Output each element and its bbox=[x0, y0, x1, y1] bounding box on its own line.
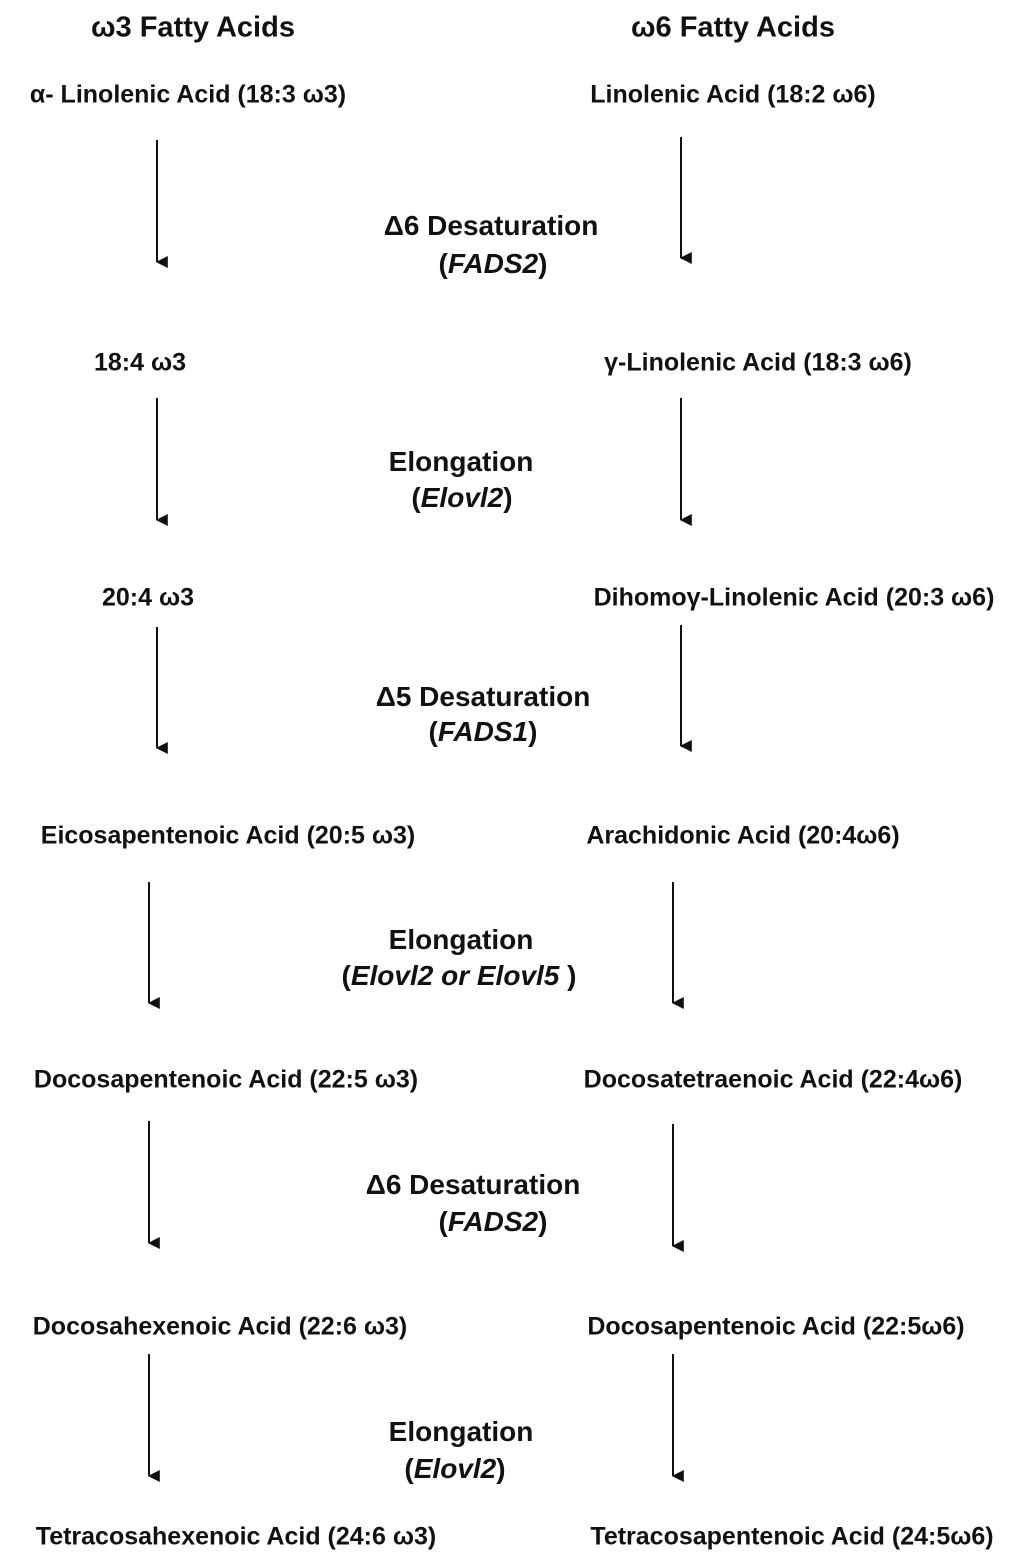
step-3-gene: (FADS1) bbox=[428, 716, 538, 747]
omega3-node-1: α- Linolenic Acid (18:3 ω3) bbox=[29, 80, 347, 109]
omega6-node-2: γ-Linolenic Acid (18:3 ω6) bbox=[604, 348, 912, 377]
omega6-node-5: Docosatetraenoic Acid (22:4ω6) bbox=[583, 1065, 963, 1094]
step-3-name: Δ5 Desaturation bbox=[375, 681, 591, 712]
step-6-name: Elongation bbox=[388, 1416, 534, 1447]
step-1-gene: (FADS2) bbox=[438, 248, 548, 279]
omega6-node-4: Arachidonic Acid (20:4ω6) bbox=[586, 821, 900, 850]
omega3-node-4: Eicosapentenoic Acid (20:5 ω3) bbox=[40, 821, 416, 850]
omega6-node-1: Linolenic Acid (18:2 ω6) bbox=[590, 80, 876, 109]
step-5-gene: (FADS2) bbox=[438, 1206, 548, 1237]
step-5-name: Δ6 Desaturation bbox=[365, 1169, 581, 1200]
omega3-node-2: 18:4 ω3 bbox=[93, 348, 187, 377]
omega3-node-7: Tetracosahexenoic Acid (24:6 ω3) bbox=[35, 1522, 437, 1551]
step-6-gene: (Elovl2) bbox=[404, 1453, 506, 1484]
step-4-gene: (Elovl2 or Elovl5 ) bbox=[341, 960, 577, 991]
step-4-name: Elongation bbox=[388, 924, 534, 955]
omega6-node-6: Docosapentenoic Acid (22:5ω6) bbox=[587, 1312, 965, 1341]
omega6-node-7: Tetracosapentenoic Acid (24:5ω6) bbox=[590, 1522, 994, 1551]
omega6-column-header: ω6 Fatty Acids bbox=[631, 11, 835, 44]
omega3-column-header: ω3 Fatty Acids bbox=[91, 11, 295, 44]
step-1-name: Δ6 Desaturation bbox=[383, 210, 599, 241]
step-2-name: Elongation bbox=[388, 446, 534, 477]
omega3-node-6: Docosahexenoic Acid (22:6 ω3) bbox=[32, 1312, 408, 1341]
step-2-gene: (Elovl2) bbox=[411, 482, 513, 513]
omega6-node-3: Dihomoγ-Linolenic Acid (20:3 ω6) bbox=[593, 583, 995, 612]
omega3-node-3: 20:4 ω3 bbox=[101, 583, 195, 612]
omega3-node-5: Docosapentenoic Acid (22:5 ω3) bbox=[33, 1065, 419, 1094]
